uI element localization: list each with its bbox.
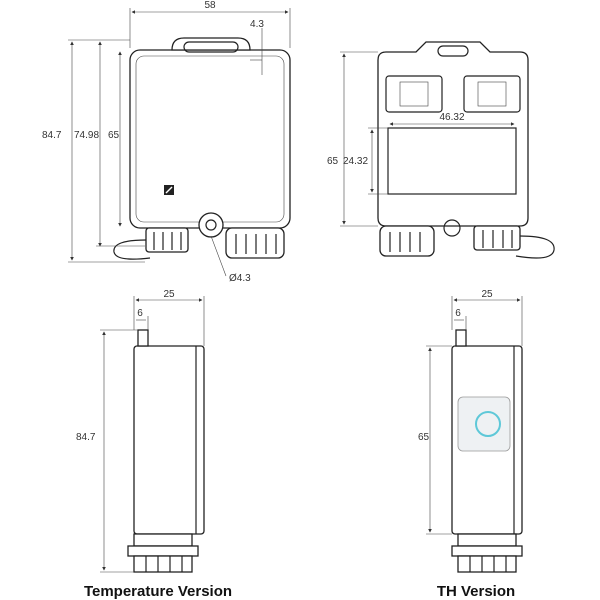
probe-connector [225, 227, 285, 259]
mount-boss [198, 212, 224, 238]
rear-cable-gland [473, 225, 555, 259]
dim-height-body: 65 [108, 130, 120, 141]
caption-temperature: Temperature Version [84, 583, 232, 600]
hang-tab [171, 37, 251, 51]
dim-th-tab: 6 [455, 308, 461, 319]
caption-th: TH Version [437, 583, 515, 600]
dim-side-tab: 6 [137, 308, 143, 319]
side-body [133, 345, 205, 535]
hang-slot [183, 41, 239, 53]
side-view-th: 25 6 65 TH Version [418, 289, 523, 600]
dim-width: 58 [204, 0, 216, 11]
dim-th-height: 65 [418, 432, 430, 443]
th-connector [451, 533, 523, 573]
dim-rear-height: 65 [327, 156, 339, 167]
front-view: 58 4.3 84.7 74.98 65 Ø4.3 [42, 0, 291, 284]
side-tab [137, 329, 149, 347]
rear-body [377, 41, 529, 227]
front-body [129, 49, 291, 229]
rear-slot-left [385, 75, 443, 113]
dim-height-total: 84.7 [42, 130, 62, 141]
rear-view: 65 24.32 46.32 [327, 41, 555, 259]
label-window [387, 127, 517, 195]
dim-height-mid: 74.98 [74, 130, 99, 141]
dim-th-depth: 25 [481, 289, 493, 300]
sensor-window [457, 396, 511, 452]
dim-side-height: 84.7 [76, 432, 96, 443]
th-tab [455, 329, 467, 347]
side-view-temperature: 25 6 84.7 Temperature Version [76, 289, 232, 600]
rear-slot-right [463, 75, 521, 113]
dim-window-width: 46.32 [439, 112, 464, 123]
dim-side-depth: 25 [163, 289, 175, 300]
dim-hole-dia: Ø4.3 [229, 273, 251, 284]
side-connector [127, 533, 199, 573]
sensor-ring-icon [475, 411, 501, 437]
rear-probe-connector [379, 225, 435, 257]
rear-hang-slot [437, 45, 469, 57]
dim-offset: 4.3 [250, 19, 264, 30]
dim-window-height: 24.32 [343, 156, 368, 167]
rear-mount-hole [443, 219, 461, 237]
mount-hole [205, 219, 217, 231]
cable-gland [113, 227, 189, 260]
